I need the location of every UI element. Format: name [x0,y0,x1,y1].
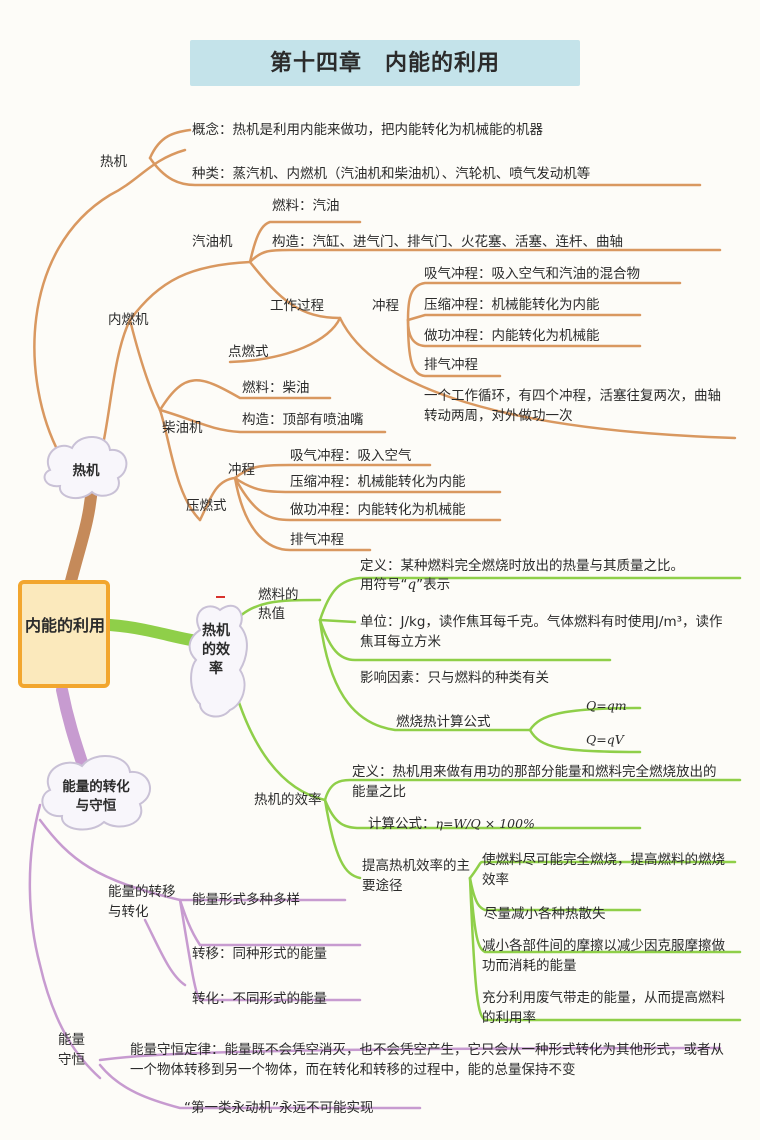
fuel-value-label: 燃料的热值 [258,587,299,622]
diesel-stroke: 冲程 [228,462,255,478]
energy-convert: 转化：不同形式的能量 [192,991,327,1007]
cloud-heat-engine [43,436,128,500]
way-3: 减小各部件间的摩擦以减少因克服摩擦做功而消耗的能量 [482,938,725,974]
diesel-fuel: 燃料：柴油 [242,380,310,396]
diesel-intake: 吸气冲程：吸入空气 [290,448,412,464]
diesel-ignition: 压燃式 [186,498,227,514]
center-book [18,580,110,688]
diesel-power: 做功冲程：内能转化为机械能 [290,502,466,518]
types-text: 种类：蒸汽机、内燃机（汽油机和柴油机）、汽轮机、喷气发动机等 [192,166,591,182]
stroke-power: 做功冲程：内能转化为机械能 [424,328,600,344]
way-1: 使燃料尽可能完全燃烧，提高燃料的燃烧效率 [482,852,725,888]
efficiency-node: 热机的效率 [202,623,230,677]
symbol-q: q [407,577,417,593]
stroke-exhaust: 排气冲程 [424,357,478,373]
fuel-value-factor: 影响因素：只与燃料的种类有关 [360,670,549,686]
formula-qv: Q=qV [586,732,624,747]
engine-efficiency-definition: 定义：热机用来做有用功的那部分能量和燃料完全燃烧放出的能量之比 [352,764,717,800]
concept-text: 概念：热机是利用内能来做功，把内能转化为机械能的机器 [192,122,543,138]
formula-qm: Q=qm [586,698,627,713]
energy-transfer: 转移：同种形式的能量 [192,946,327,962]
way-4: 充分利用废气带走的能量，从而提高燃料的利用率 [482,990,725,1026]
symbol-suffix: ”表示 [416,577,451,593]
efficiency-formula-label: 计算公式： [368,816,436,832]
center-label: 内能的利用 [24,616,105,635]
energy-forms: 能量形式多种多样 [192,892,300,908]
trunk-heat-engine [64,479,98,591]
cloud-energy [41,754,151,831]
conservation-label: 能量守恒 [58,1032,85,1068]
cloud-efficiency [188,604,248,718]
diesel-structure: 构造：顶部有喷油嘴 [242,412,364,428]
red-mark [216,596,225,598]
diesel-compress: 压缩冲程：机械能转化为内能 [290,474,466,490]
perpetual-motion: “第一类永动机”永远不可能实现 [184,1100,374,1116]
gasoline-fuel: 燃料：汽油 [272,198,340,214]
stroke-intake: 吸气冲程：吸入空气和汽油的混合物 [424,266,640,282]
fuel-value-unit: 单位：J/kg，读作焦耳每千克。气体燃料有时使用J/m³，读作焦耳每立方米 [360,614,723,650]
ways-label: 提高热机效率的主要途径 [362,858,470,894]
stroke-compress: 压缩冲程：机械能转化为内能 [424,297,600,313]
title-banner [190,40,580,86]
cloud-heat-engine-label: 热机 [72,463,100,479]
efficiency-formula: η=W/Q × 100% [435,816,535,831]
way-2: 尽量减小各种热散失 [484,906,606,922]
process-label: 工作过程 [270,298,324,314]
engine-efficiency-label: 热机的效率 [254,792,322,808]
ignition-label: 点燃式 [228,344,269,360]
diesel-exhaust: 排气冲程 [290,532,344,548]
fuel-value-definition: 定义：某种燃料完全燃烧时放出的热量与其质量之比。 [360,558,684,574]
page-title: 第十四章 内能的利用 [269,50,500,76]
efficiency-formula-line: 计算公式：η=W/Q × 100% [368,814,535,834]
formula-label: 燃烧热计算公式 [396,714,491,730]
heat-engine-label: 热机 [100,154,127,170]
process-stroke: 冲程 [372,298,399,314]
cloud-energy-label: 能量的转化与守恒 [62,779,130,814]
cycle-text: 一个工作循环，有四个冲程，活塞往复两次，曲轴转动两周，对外做功一次 [424,388,721,424]
diesel-label: 柴油机 [162,420,203,436]
ice-label: 内燃机 [108,312,149,328]
fuel-value-symbol-line: 用符号“q”表示 [360,575,450,595]
gasoline-structure: 构造：汽缸、进气门、排气门、火花塞、活塞、连杆、曲轴 [272,234,623,250]
gasoline-label: 汽油机 [192,234,233,250]
symbol-prefix: 用符号“ [360,577,408,593]
conservation-law: 能量守恒定律：能量既不会凭空消灭，也不会凭空产生，它只会从一种形式转化为其他形式… [130,1042,724,1078]
transfer-label: 能量的转移与转化 [108,884,176,920]
